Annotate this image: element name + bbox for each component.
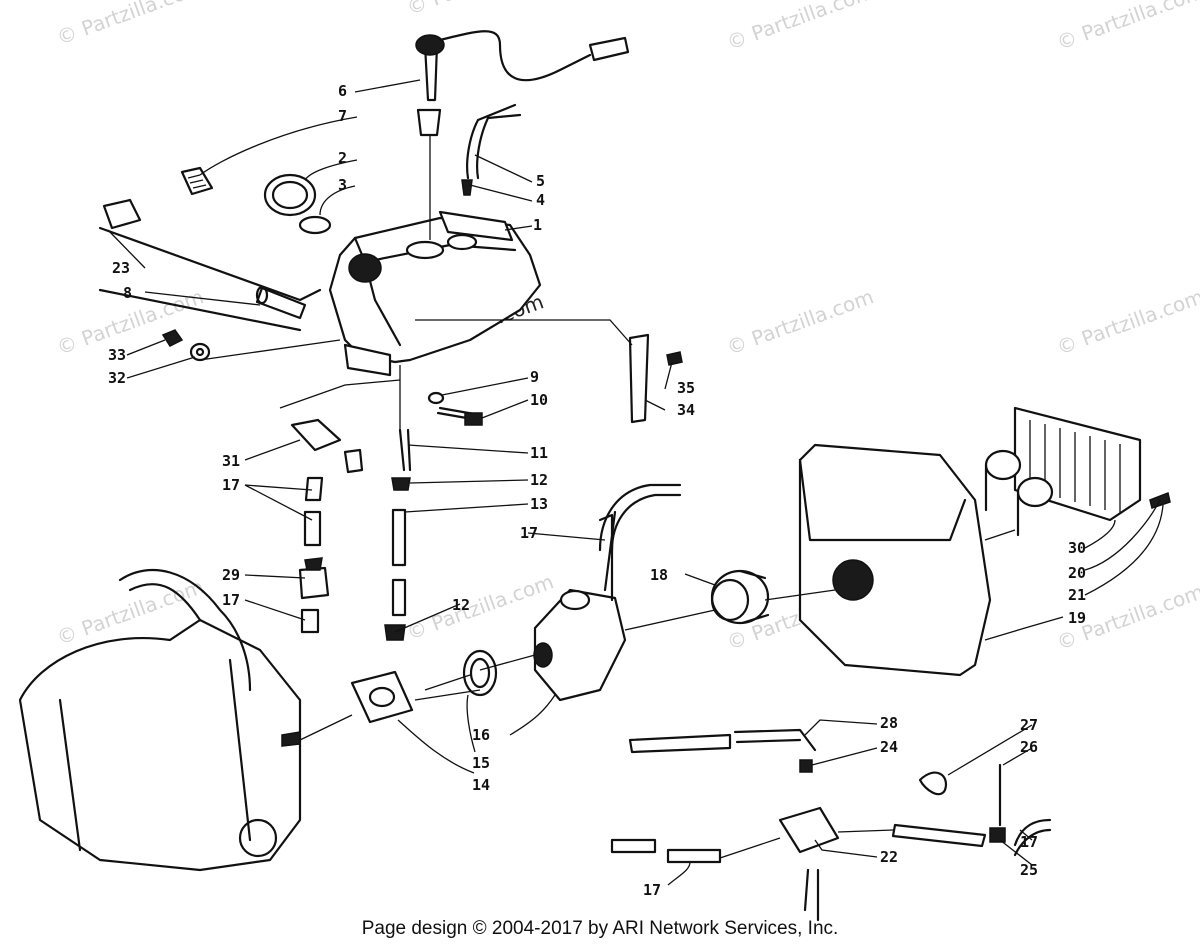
oil-tank [328, 210, 542, 364]
watermark-text: © Partzilla.com [724, 284, 877, 359]
fuel-line-11-13 [384, 365, 412, 641]
watermark-text: © Partzilla.com [1054, 0, 1200, 55]
callout-labels: 1234567891011121213141516171717171718192… [108, 82, 1086, 899]
callout-30: 30 [1068, 539, 1086, 557]
shutoff-valve-31 [290, 418, 364, 474]
callout-25: 25 [1020, 861, 1038, 879]
callout-12: 12 [452, 596, 470, 614]
flange-14 [350, 670, 414, 724]
watermark-layer: © Partzilla.com © Partzilla.com © Partzill… [54, 0, 1200, 655]
callout-17: 17 [222, 591, 240, 609]
screen-plate-30 [984, 406, 1171, 537]
callout-10: 10 [530, 391, 548, 409]
dipstick-sensor-6 [415, 30, 630, 240]
callout-20: 20 [1068, 564, 1086, 582]
callout-17: 17 [520, 524, 538, 542]
callout-2: 2 [338, 149, 347, 167]
carburetor-16 [533, 510, 627, 702]
callout-23: 23 [112, 259, 130, 277]
nut-washer-33-32 [161, 329, 211, 362]
filter-29 [298, 557, 330, 600]
boot-18 [710, 569, 770, 625]
bracket-and-bolt-9-10 [343, 343, 483, 426]
callout-21: 21 [1068, 586, 1086, 604]
watermark-text: © Partzilla.com [1054, 284, 1200, 359]
callout-3: 3 [338, 176, 347, 194]
callout-15: 15 [472, 754, 490, 772]
callout-6: 6 [338, 82, 347, 100]
cap-2 [263, 173, 332, 235]
hoses-17-left [300, 476, 324, 634]
callout-13: 13 [530, 495, 548, 513]
callout-17: 17 [222, 476, 240, 494]
callout-31: 31 [222, 452, 240, 470]
decal-7 [180, 166, 214, 196]
watermark-text: © Partzilla.com [54, 0, 207, 50]
callout-24: 24 [880, 738, 898, 756]
callout-17: 17 [1020, 833, 1038, 851]
strap-34 [628, 333, 683, 424]
callout-34: 34 [677, 401, 695, 419]
callout-22: 22 [880, 848, 898, 866]
callout-11: 11 [530, 444, 548, 462]
callout-19: 19 [1068, 609, 1086, 627]
callout-4: 4 [536, 191, 545, 209]
leader-lines [107, 79, 1164, 886]
callout-35: 35 [677, 379, 695, 397]
callout-16: 16 [472, 726, 490, 744]
callout-17: 17 [643, 881, 661, 899]
callout-28: 28 [880, 714, 898, 732]
hose-5 [466, 103, 522, 180]
callout-33: 33 [108, 346, 126, 364]
callout-26: 26 [1020, 738, 1038, 756]
fitting-8 [255, 285, 307, 320]
callout-1: 1 [533, 216, 542, 234]
copyright-footer: Page design © 2004-2017 by ARI Network S… [361, 918, 839, 939]
watermark-text: © Partzilla.com [404, 569, 557, 644]
callout-9: 9 [530, 368, 539, 386]
fitting-4 [461, 179, 473, 196]
airbox-19 [798, 443, 992, 677]
callout-27: 27 [1020, 716, 1038, 734]
callout-7: 7 [338, 107, 347, 125]
callout-18: 18 [650, 566, 668, 584]
pump-assembly-22 [610, 728, 1052, 922]
callout-5: 5 [536, 172, 545, 190]
callout-29: 29 [222, 566, 240, 584]
clamp-15 [462, 649, 498, 697]
decal-23 [98, 198, 322, 332]
callout-8: 8 [123, 284, 132, 302]
watermark-text: © Partzilla.com [404, 0, 557, 20]
callout-14: 14 [472, 776, 490, 794]
callout-12: 12 [530, 471, 548, 489]
engine-block [18, 568, 302, 872]
callout-32: 32 [108, 369, 126, 387]
watermark-text: © Partzilla.com [724, 0, 877, 55]
